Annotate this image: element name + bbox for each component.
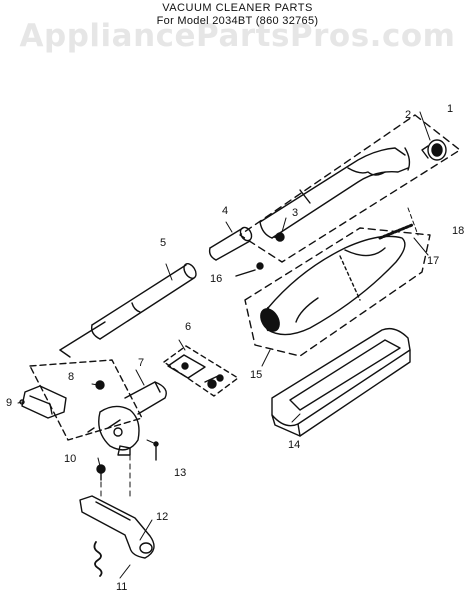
callout-11: 11 — [116, 581, 127, 593]
group-box-hose — [239, 114, 461, 263]
callout-4: 4 — [222, 205, 228, 217]
part-end-cap[interactable] — [421, 139, 447, 161]
part-filter-spring[interactable] — [378, 223, 414, 240]
diagram-title: VACUUM CLEANER PARTS — [162, 2, 313, 14]
part-short-tube[interactable] — [208, 225, 254, 261]
diagram-model-line: For Model 2034BT (860 32765) — [156, 15, 319, 27]
callout-15: 15 — [250, 369, 262, 381]
callout-14: 14 — [288, 439, 300, 451]
callout-7: 7 — [138, 357, 144, 369]
part-screw-10[interactable] — [96, 464, 106, 481]
part-bracket-6[interactable] — [167, 354, 224, 389]
callout-10: 10 — [64, 453, 76, 465]
callout-5: 5 — [160, 237, 166, 249]
part-switch-bracket-9[interactable] — [19, 385, 67, 419]
part-bottom-bracket-12[interactable] — [79, 495, 155, 559]
callout-1: 1 — [447, 103, 453, 115]
part-extension-tube[interactable] — [59, 262, 198, 358]
callout-labels: 1 2 3 4 5 6 7 8 9 10 11 12 13 14 15 16 1… — [6, 103, 464, 593]
part-screw-16[interactable] — [235, 262, 264, 277]
part-charger-base[interactable] — [271, 327, 411, 437]
part-handle-tube[interactable] — [259, 147, 411, 239]
watermark-text: AppliancePartsPros.com — [19, 18, 456, 54]
callout-12: 12 — [156, 511, 168, 523]
part-pin-13[interactable] — [153, 441, 159, 461]
group-box-body — [244, 227, 431, 357]
part-screw-3[interactable] — [273, 232, 285, 242]
callout-3: 3 — [292, 207, 298, 219]
group-box-switch — [29, 359, 143, 441]
callout-9: 9 — [6, 397, 12, 409]
callout-13: 13 — [174, 467, 186, 479]
callout-17: 17 — [427, 255, 439, 267]
part-spring-11[interactable] — [93, 541, 103, 577]
group-box-bracket — [163, 345, 239, 397]
callout-18: 18 — [452, 225, 464, 237]
part-vacuum-body[interactable] — [257, 235, 406, 336]
callout-16: 16 — [210, 273, 222, 285]
callout-8: 8 — [68, 371, 74, 383]
callout-2: 2 — [405, 109, 411, 121]
callout-6: 6 — [185, 321, 191, 333]
leader-lines — [17, 111, 431, 579]
